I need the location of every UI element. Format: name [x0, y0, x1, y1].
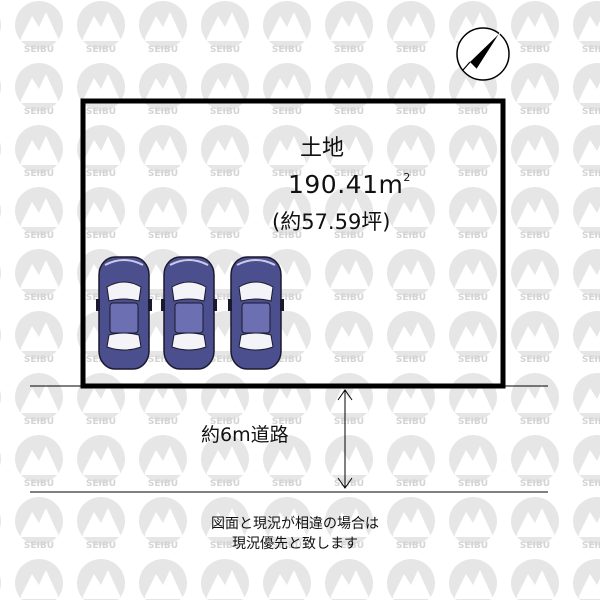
land-area: 190.41m2 — [288, 170, 411, 199]
parked-car — [161, 256, 217, 370]
parked-car — [228, 256, 284, 370]
disclaimer-line-1: 図面と現況が相違の場合は — [211, 516, 379, 532]
land-area-unit: m — [378, 170, 404, 199]
land-area-unit-sup: 2 — [403, 171, 411, 184]
parked-car — [96, 256, 152, 370]
disclaimer-line-2: 現況優先と致します — [232, 536, 358, 552]
land-label: 土地 — [300, 136, 345, 161]
north-compass-icon — [456, 27, 510, 81]
land-area-value: 190.41 — [288, 170, 379, 199]
road-width-arrow — [337, 389, 353, 489]
road-label: 約6m道路 — [201, 424, 289, 446]
land-area-tsubo: (約57.59坪) — [272, 210, 391, 234]
parking-cars — [96, 256, 284, 370]
